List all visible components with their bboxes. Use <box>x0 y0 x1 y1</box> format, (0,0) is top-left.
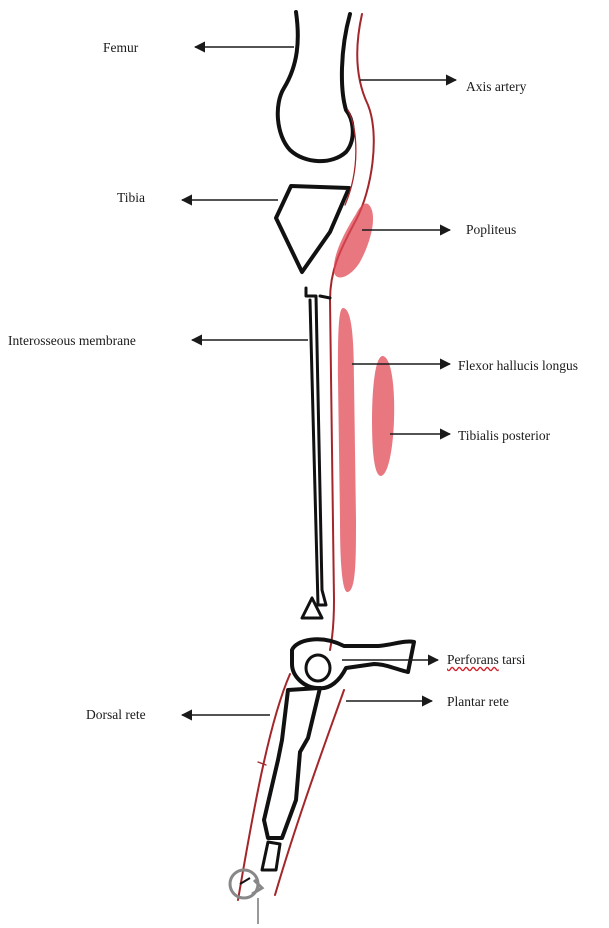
plantar-rete-label: Plantar rete <box>447 694 509 710</box>
axis-artery-label: Axis artery <box>466 79 526 95</box>
femur-bone <box>278 12 353 161</box>
rotate-icon <box>230 870 262 924</box>
popliteus-label: Popliteus <box>466 222 516 238</box>
perforans-word: Perforans <box>447 652 499 667</box>
interosseous-membrane-shape <box>306 288 326 605</box>
tibialis-posterior-label: Tibialis posterior <box>458 428 550 444</box>
tibialis-posterior-muscle <box>372 356 394 476</box>
fibula-line <box>320 296 330 298</box>
interosseous-membrane-label: Interosseous membrane <box>8 333 136 349</box>
dorsal-rete-label: Dorsal rete <box>86 707 146 723</box>
perforans-tarsi-label: Perforans tarsi <box>447 652 525 668</box>
tibia-label: Tibia <box>117 190 145 206</box>
talus-bone <box>306 655 330 681</box>
metatarsal-bone <box>264 688 320 838</box>
flexor-hallucis-longus-label: Flexor hallucis longus <box>458 358 609 374</box>
femur-label: Femur <box>103 40 138 56</box>
flexor-hallucis-longus-muscle <box>338 308 356 592</box>
phalanx-bone <box>262 842 280 870</box>
tarsus-bone <box>292 639 414 688</box>
tarsi-word: tarsi <box>502 652 525 667</box>
